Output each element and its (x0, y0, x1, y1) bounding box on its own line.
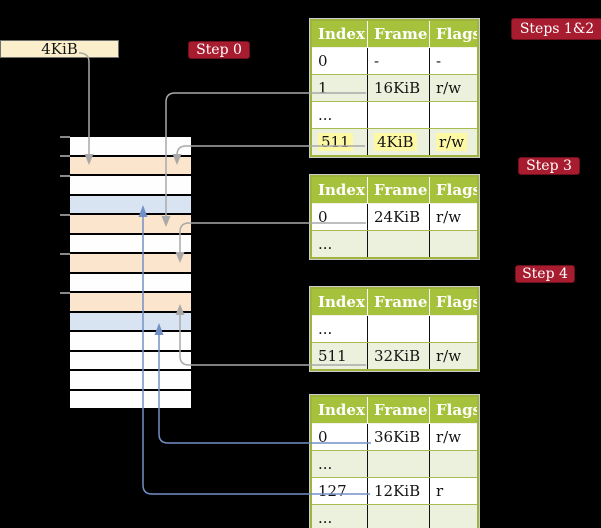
cell-index: ... (312, 316, 368, 342)
table-header-row: Index Frame Flags (312, 21, 477, 48)
steps-1-2-badge: Steps 1&2 (511, 18, 601, 40)
table-row: 0 24KiB r/w (312, 204, 477, 230)
memory-frame-row-white (70, 176, 191, 194)
cell-frame: 36KiB (368, 424, 430, 450)
column-header-frame: Frame (368, 21, 430, 47)
stack-tick (60, 175, 70, 177)
column-header-flags: Flags (436, 25, 477, 43)
cell-index: 127 (312, 478, 368, 504)
cell-index: ... (312, 451, 368, 477)
column-header-flags: Flags (436, 401, 477, 419)
cell-frame: 16KiB (368, 75, 430, 101)
table-row: ... (312, 504, 477, 528)
cell-flags: r/w (436, 208, 462, 226)
cell-frame: 32KiB (368, 343, 430, 369)
memory-frame-row-blue (70, 195, 191, 213)
column-header-flags: Flags (436, 181, 477, 199)
table-header-row: Index Frame Flags (312, 177, 477, 204)
table-row: ... (312, 450, 477, 477)
table-row: 0 - - (312, 48, 477, 74)
memory-frame-row-white (70, 390, 191, 408)
memory-frame-row-peach (70, 254, 191, 272)
table-header-row: Index Frame Flags (312, 397, 477, 424)
cell-flags: - (436, 52, 442, 70)
table-row: ... (312, 230, 477, 257)
cell-frame (368, 231, 430, 257)
memory-frame-row-peach (70, 156, 191, 174)
cell-frame (368, 505, 430, 528)
step-3-badge: Step 3 (518, 157, 580, 175)
column-header-flags: Flags (436, 293, 477, 311)
cell-flags: r/w (436, 347, 462, 365)
table-row-highlighted: 511 4KiB r/w (312, 128, 477, 155)
memory-frame-row-white (70, 332, 191, 350)
cell-flags: r (436, 482, 444, 500)
stack-tick (60, 292, 70, 294)
memory-frame-row-white (70, 234, 191, 252)
table-row: 1 16KiB r/w (312, 74, 477, 101)
cell-frame: 24KiB (368, 204, 430, 230)
table-header-row: Index Frame Flags (312, 289, 477, 316)
cell-frame (368, 102, 430, 128)
page-table-4: Index Frame Flags 0 36KiB r/w ... 127 12… (310, 395, 479, 528)
column-header-frame: Frame (368, 289, 430, 315)
cell-index: ... (312, 505, 368, 528)
cell-flags (430, 102, 477, 128)
cell-frame: 4KiB (368, 129, 430, 155)
cell-flags: r/w (436, 79, 462, 97)
page-table-2: Index Frame Flags 0 24KiB r/w ... (310, 175, 479, 259)
cell-index: 511 (312, 343, 368, 369)
step-0-badge: Step 0 (188, 41, 250, 59)
cell-flags (430, 231, 477, 257)
cell-index: 0 (312, 204, 368, 230)
step-4-badge: Step 4 (515, 265, 575, 283)
stack-tick (60, 155, 70, 157)
memory-frame-row-white (70, 273, 191, 291)
stack-tick (60, 136, 70, 138)
cell-flags: r/w (436, 428, 462, 446)
page-size-box: 4KiB (0, 40, 119, 58)
cell-index: 0 (312, 48, 368, 74)
memory-frame-row-blue (70, 312, 191, 330)
highlight: r/w (436, 133, 468, 151)
cell-flags (430, 505, 477, 528)
table-row: 127 12KiB r (312, 477, 477, 504)
column-header-index: Index (312, 289, 368, 315)
memory-frame-row-white (70, 351, 191, 369)
table-row: ... (312, 101, 477, 128)
memory-frame-row-peach (70, 293, 191, 311)
cell-flags: r/w (430, 129, 477, 155)
page-table-3: Index Frame Flags ... 511 32KiB r/w (310, 287, 479, 371)
memory-frame-row-peach (70, 215, 191, 233)
column-header-index: Index (312, 397, 368, 423)
column-header-frame: Frame (368, 397, 430, 423)
highlight: 511 (318, 133, 353, 151)
cell-index: ... (312, 102, 368, 128)
cell-frame: - (368, 48, 430, 74)
memory-frame-row-white (70, 371, 191, 389)
cell-index: 0 (312, 424, 368, 450)
cell-frame (368, 316, 430, 342)
cell-frame: 12KiB (368, 478, 430, 504)
table-row: 511 32KiB r/w (312, 342, 477, 369)
column-header-index: Index (312, 177, 368, 203)
cell-index: ... (312, 231, 368, 257)
cell-index: 1 (312, 75, 368, 101)
cell-frame (368, 451, 430, 477)
page-table-1: Index Frame Flags 0 - - 1 16KiB r/w ... … (310, 19, 479, 157)
memory-stack (70, 137, 191, 408)
highlight: 4KiB (374, 133, 417, 151)
memory-frame-row-white (70, 137, 191, 155)
column-header-frame: Frame (368, 177, 430, 203)
cell-index: 511 (312, 129, 368, 155)
column-header-index: Index (312, 21, 368, 47)
stack-tick (60, 214, 70, 216)
table-row: ... (312, 316, 477, 342)
stack-tick (60, 253, 70, 255)
table-row: 0 36KiB r/w (312, 424, 477, 450)
cell-flags (430, 316, 477, 342)
cell-flags (430, 451, 477, 477)
